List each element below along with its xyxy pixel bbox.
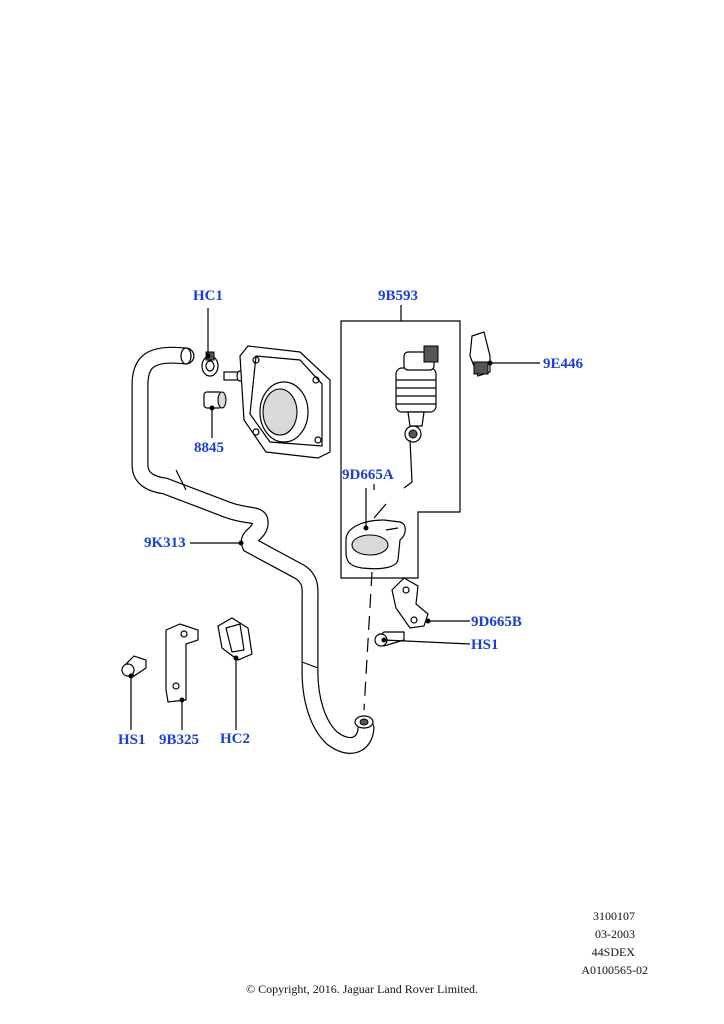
group-outline-9b593 <box>340 320 461 579</box>
connector-nipple <box>223 370 244 382</box>
bolt-hs1-left[interactable] <box>121 655 147 677</box>
solenoid-valve[interactable] <box>395 345 439 443</box>
bolt-hs1-right[interactable] <box>374 631 405 647</box>
connector-9e446[interactable] <box>469 331 491 377</box>
callout-9k313[interactable]: 9K313 <box>144 535 186 551</box>
clip-hc2[interactable] <box>217 617 253 661</box>
callout-8845[interactable]: 8845 <box>194 440 224 456</box>
callout-hc1[interactable]: HC1 <box>193 288 223 304</box>
bracket-9b325[interactable] <box>165 623 199 703</box>
throttle-body <box>239 345 331 459</box>
callout-hs1-left[interactable]: HS1 <box>118 732 146 748</box>
callout-9d665b[interactable]: 9D665B <box>471 614 522 630</box>
ref-date: 03-2003 <box>595 927 635 941</box>
leader-lines <box>128 305 540 730</box>
cap-8845[interactable] <box>203 391 227 409</box>
callout-9b593[interactable]: 9B593 <box>378 288 419 304</box>
clip-hc1[interactable] <box>201 351 219 377</box>
copyright-notice: © Copyright, 2016. Jaguar Land Rover Lim… <box>245 982 479 996</box>
ref-model-code: 44SDEX <box>591 945 635 959</box>
callout-9e446[interactable]: 9E446 <box>543 356 584 372</box>
ref-illustration-id: A0100565-02 <box>581 963 648 977</box>
bracket-9d665a[interactable] <box>345 519 406 570</box>
hose-9k313[interactable] <box>131 346 375 754</box>
callout-hc2[interactable]: HC2 <box>220 731 250 747</box>
ref-number: 3100107 <box>593 909 635 923</box>
bracket-9d665b[interactable] <box>391 577 429 629</box>
callout-9d665a[interactable]: 9D665A <box>342 467 394 483</box>
callout-hs1-right[interactable]: HS1 <box>471 637 499 653</box>
callout-9b325[interactable]: 9B325 <box>159 732 200 748</box>
